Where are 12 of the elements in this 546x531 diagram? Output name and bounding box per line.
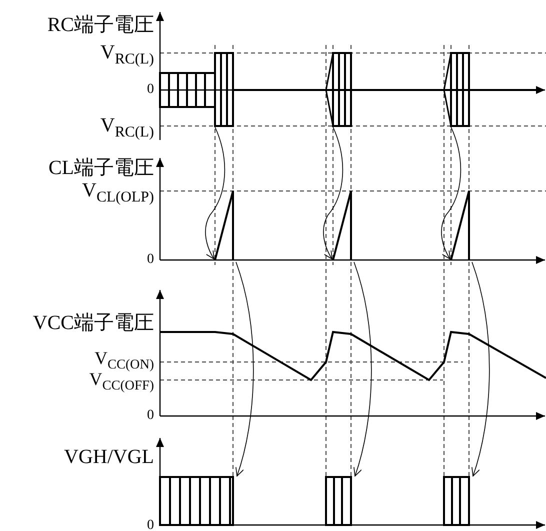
axis-label: 0 (147, 409, 154, 423)
axis-label: V$_{CL(OLP)}$ (82, 180, 154, 206)
axis-label: 0 (147, 253, 154, 267)
axis-label: V$_{CC(ON)}$ (94, 348, 154, 372)
axis-title: RC端子電圧 (47, 15, 154, 35)
axis-label: V$_{RC(L)}$ (100, 42, 154, 68)
axis-title: VCC端子電圧 (32, 313, 154, 333)
axis-label: 0 (147, 83, 154, 97)
axis-title: CL端子電圧 (48, 158, 154, 178)
axis-label: V$_{RC(L)}$ (100, 115, 154, 141)
axis-title: VGH/VGL (64, 447, 154, 467)
axis-label: 0 (147, 519, 154, 531)
